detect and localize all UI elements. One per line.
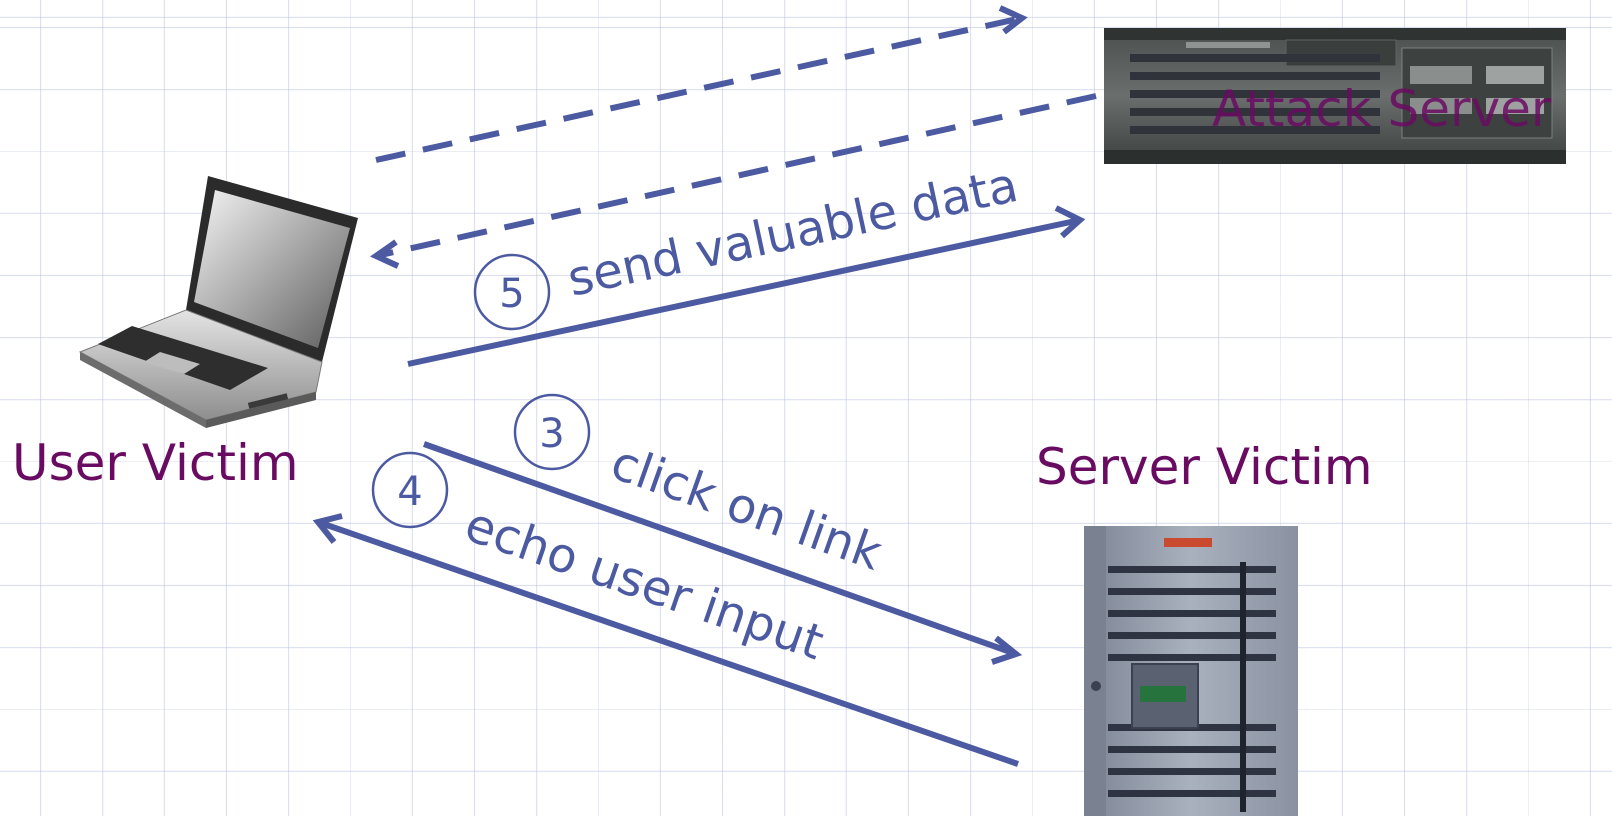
tower-server-icon (1084, 526, 1298, 816)
step-3-number: 3 (539, 411, 564, 457)
user-victim-label: User Victim (12, 434, 299, 492)
arrowhead-step-4 (312, 513, 343, 544)
arrow-step-3 (422, 441, 1018, 657)
laptop-icon (78, 176, 358, 428)
arrow-attack-response (375, 93, 1097, 259)
arrowhead-step-3 (991, 635, 1023, 665)
step-5-circle (473, 253, 551, 331)
step-4-circle (371, 451, 449, 529)
step-4-number: 4 (397, 469, 422, 515)
arrowhead-attack-request (998, 5, 1028, 35)
arrow-attack-request (375, 15, 1023, 163)
step-3-circle (513, 393, 591, 471)
arrow-step-4 (317, 519, 1019, 767)
step-5-number: 5 (499, 271, 524, 317)
arrowhead-attack-response (369, 239, 400, 269)
arrow-step-5 (407, 217, 1081, 367)
server-victim-label: Server Victim (1036, 438, 1373, 496)
rack-server-icon (1104, 28, 1566, 164)
step-5-label: send valuable data (563, 157, 1023, 308)
attack-server-label: Attack Server (1212, 80, 1552, 138)
arrowhead-step-5 (1054, 205, 1086, 239)
